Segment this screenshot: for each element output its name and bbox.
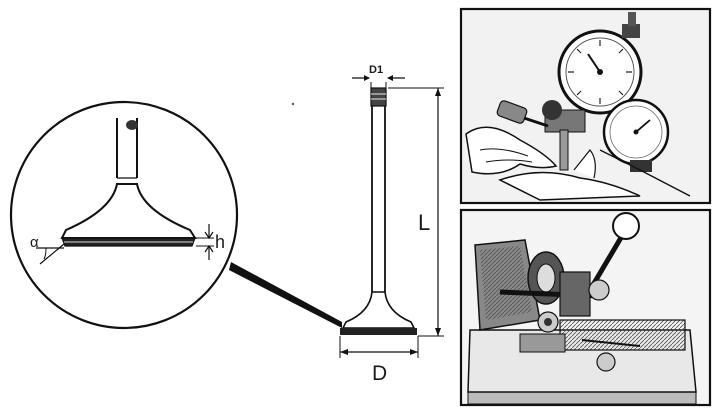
stem-tip <box>370 87 387 107</box>
valve-full-view: D1 L D <box>339 64 444 385</box>
d1-label: D1 <box>369 64 383 76</box>
valve-head <box>341 291 416 329</box>
angle-label: α <box>30 234 39 251</box>
magnifier-leader-line <box>229 262 342 328</box>
detail-stem <box>116 118 138 178</box>
valve-seat-face <box>340 328 417 335</box>
valve-stem <box>371 106 386 292</box>
refacing-machine-photo <box>459 208 712 407</box>
angle-line-sloped <box>39 243 65 265</box>
diameter-label: D <box>372 362 387 385</box>
height-label: h <box>215 232 225 252</box>
angle-arc <box>43 247 47 260</box>
length-label: L <box>418 210 430 235</box>
detail-stem-top <box>126 120 138 130</box>
dial-indicator-photo <box>459 7 712 205</box>
magnified-valve-head-detail: α h <box>9 100 239 330</box>
